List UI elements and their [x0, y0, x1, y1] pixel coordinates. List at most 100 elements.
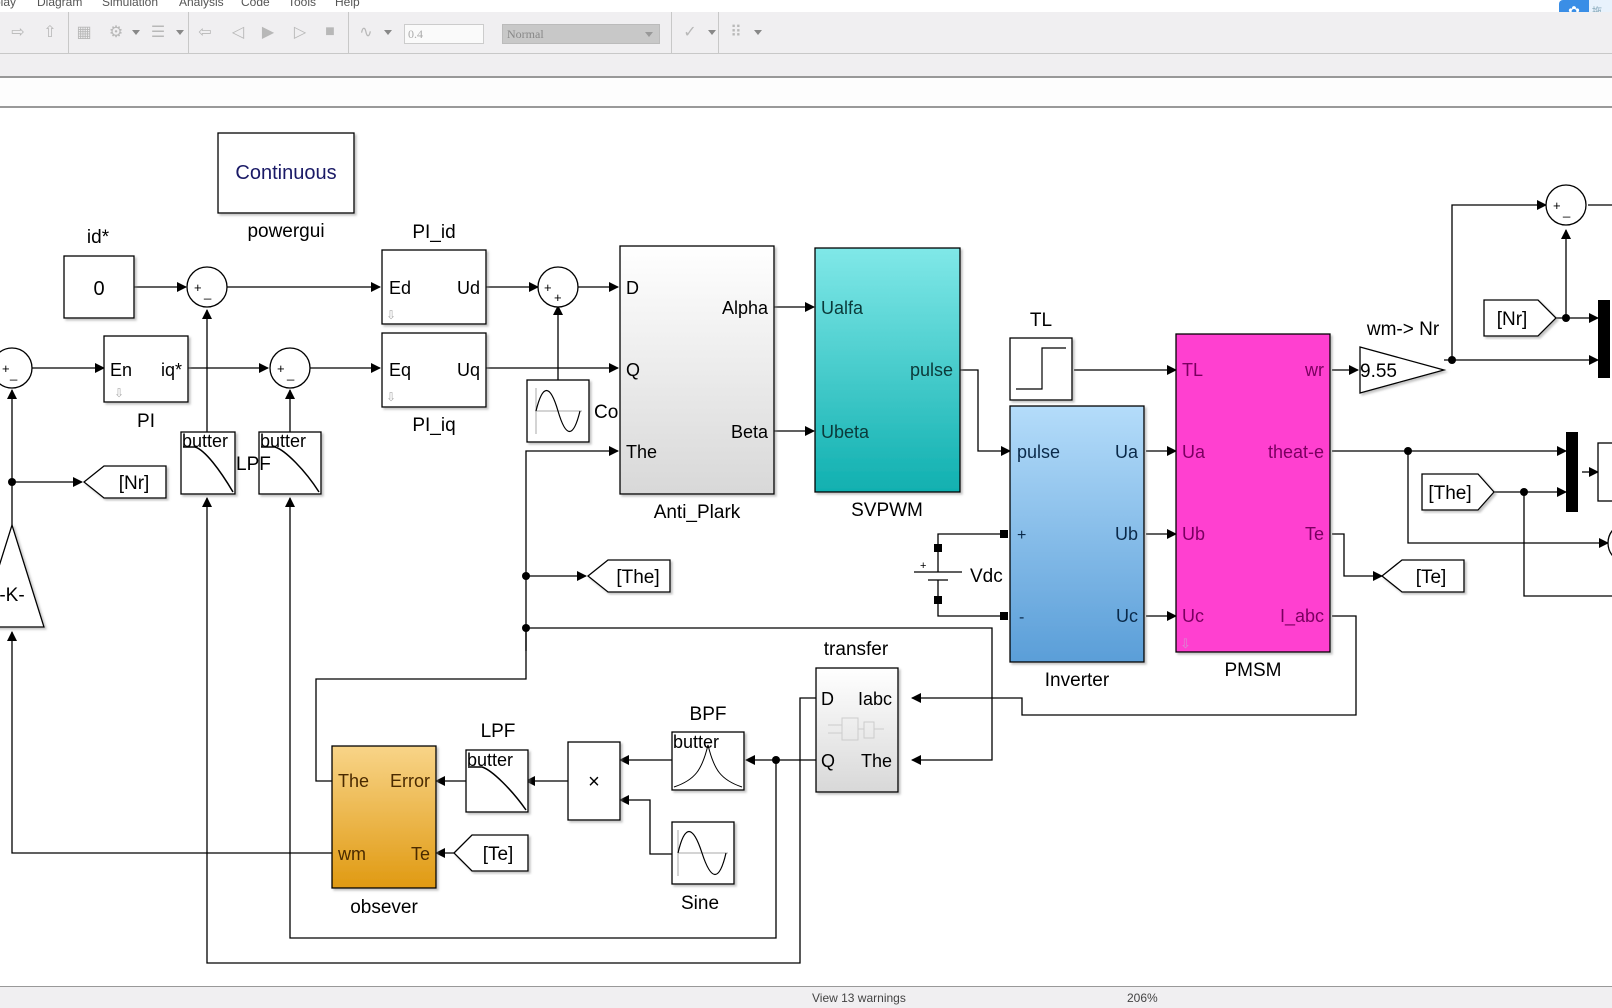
bpf-filter[interactable]: BPF butter	[671, 704, 745, 791]
library-browser-icon[interactable]: ▦	[76, 24, 92, 41]
multiply-icon: ×	[588, 771, 600, 793]
step-forward-icon[interactable]: ▷	[293, 24, 307, 41]
svg-text:pulse: pulse	[1017, 442, 1060, 462]
scope-dropdown-icon[interactable]	[384, 30, 392, 35]
id-ref-constant[interactable]: id* 0	[63, 227, 135, 319]
gain-wm-nr-value: 9.55	[1360, 361, 1397, 382]
svg-text:_: _	[203, 285, 212, 300]
simulation-mode-select[interactable]: Normal	[502, 24, 660, 44]
toolbar-separator	[188, 12, 189, 54]
observer-block[interactable]: The wm Error Te obsever	[331, 745, 437, 918]
sine-source[interactable]: Sine	[671, 821, 735, 914]
sum-block-iq[interactable]: + _	[269, 347, 311, 389]
mux-speed[interactable]	[1598, 300, 1610, 378]
settings-dropdown-icon[interactable]	[132, 30, 140, 35]
menu-analysis[interactable]: Analysis	[179, 0, 224, 9]
menu-help[interactable]: Help	[335, 0, 360, 9]
stop-time-input[interactable]: 0.4	[404, 24, 484, 44]
lpf-filter-2[interactable]: butter	[258, 431, 322, 495]
explorer-dropdown-icon[interactable]	[176, 30, 184, 35]
svg-text:[The]: [The]	[1428, 483, 1471, 504]
line-the-transfer	[526, 627, 993, 765]
sum-block-speed[interactable]: + _	[0, 347, 33, 389]
powergui-block[interactable]: Continuous powergui	[217, 132, 355, 242]
from-te[interactable]: [Te]	[453, 834, 529, 872]
vdc-source[interactable]: + Vdc	[914, 544, 1003, 604]
model-settings-icon[interactable]: ⚙	[108, 24, 124, 41]
pi-speed-in: En	[110, 360, 132, 380]
svg-text:Alpha: Alpha	[722, 298, 769, 318]
goto-the[interactable]: [The]	[586, 559, 671, 593]
sine-label: Sine	[681, 893, 719, 914]
step-back-icon[interactable]: ◁	[231, 24, 245, 41]
gain-k[interactable]: -K-	[0, 522, 45, 628]
svg-text:Te: Te	[1305, 524, 1324, 544]
goto-nr[interactable]: [Nr]	[82, 465, 167, 499]
scope-theta[interactable]	[1597, 442, 1612, 502]
lpf-filter-1[interactable]: butter	[180, 431, 236, 495]
svg-text:Q: Q	[626, 360, 640, 380]
sum-block-injection[interactable]: + +	[537, 266, 579, 308]
build-dropdown-icon[interactable]	[754, 30, 762, 35]
sum-block-theta-error[interactable]	[1607, 523, 1612, 563]
check-dropdown-icon[interactable]	[708, 30, 716, 35]
pi-id-block[interactable]: PI_id Ed Ud ⇩	[381, 222, 487, 325]
build-icon[interactable]: ⠿	[730, 24, 742, 41]
step-back-icon[interactable]: ⇦	[198, 24, 212, 41]
sine-wave-icon	[535, 389, 581, 433]
gain-wm-nr[interactable]: wm-> Nr 9.55	[1359, 319, 1447, 394]
lowpass-curve-icon	[468, 766, 527, 811]
pi-speed-block[interactable]: En iq* ⇩ PI	[103, 335, 189, 432]
up-arrow-icon[interactable]: ⇧	[43, 24, 57, 41]
signal-lines	[6, 200, 1612, 964]
product-block[interactable]: ×	[567, 741, 621, 821]
menu-tools[interactable]: Tools	[288, 0, 317, 9]
diagram-canvas[interactable]: Continuous powergui id* 0 + _ + _ + _ + …	[0, 110, 1612, 986]
run-icon[interactable]: ▶	[261, 24, 275, 41]
junction-dot	[1562, 314, 1570, 322]
anti-park-block[interactable]: D Q The Alpha Beta Anti_Plark	[619, 245, 775, 523]
svg-text:Uc: Uc	[1116, 606, 1138, 626]
junction-dot	[1404, 447, 1412, 455]
svg-text:-: -	[1019, 609, 1024, 626]
sum-block-id[interactable]: + _	[186, 266, 228, 308]
scope-icon[interactable]: ∿	[359, 24, 373, 41]
check-icon[interactable]: ✓	[683, 24, 697, 41]
junctions	[8, 314, 1570, 764]
model-explorer-icon[interactable]: ☰	[150, 24, 166, 41]
stop-icon[interactable]: ■	[325, 23, 335, 40]
from-the[interactable]: [The]	[1421, 473, 1495, 511]
tl-step-block[interactable]: TL	[1009, 310, 1073, 401]
transfer-block[interactable]: transfer D Q Iabc The	[815, 639, 899, 793]
warnings-link[interactable]: View 13 warnings	[812, 991, 906, 1005]
svg-text:wr: wr	[1304, 360, 1324, 380]
line-the-observer	[315, 628, 527, 782]
svg-text:Ua: Ua	[1182, 442, 1206, 462]
menu-simulation[interactable]: Simulation	[102, 0, 159, 9]
pmsm-block[interactable]: TL Ua Ub Uc wr theat-e Te I_abc ⇩ PMSM	[1175, 333, 1331, 681]
svpwm-block[interactable]: Ualfa Ubeta pulse SVPWM	[814, 247, 961, 521]
menu-code[interactable]: Code	[241, 0, 270, 9]
lpf-filter-observer[interactable]: LPF butter	[465, 721, 529, 813]
junction-dot	[522, 572, 530, 580]
goto-te[interactable]: [Te]	[1380, 559, 1465, 593]
mux-theta[interactable]	[1566, 432, 1578, 512]
observer-label: obsever	[350, 897, 418, 918]
breadcrumb-bar	[0, 80, 1612, 108]
menu-diagram[interactable]: Diagram	[37, 0, 83, 9]
pi-iq-label: PI_iq	[412, 415, 455, 436]
down-arrow-icon: ⇩	[114, 386, 124, 400]
sum-block-speed-error[interactable]: + _	[1545, 184, 1587, 226]
model-browser-strip	[0, 54, 1612, 78]
line-te-goto	[1332, 533, 1383, 581]
svg-text:_: _	[1562, 203, 1571, 218]
from-nr[interactable]: [Nr]	[1483, 299, 1557, 337]
inverter-block[interactable]: pulse + - Ua Ub Uc Inverter	[1000, 405, 1145, 691]
svg-text:TL: TL	[1182, 360, 1203, 380]
menu-display[interactable]: play	[0, 0, 17, 9]
pi-iq-block[interactable]: Eq Uq ⇩ PI_iq	[381, 332, 487, 436]
powergui-label: powergui	[247, 221, 324, 242]
line-vdc-minus	[937, 600, 1004, 617]
cosine-source-block[interactable]: Co	[526, 379, 618, 443]
forward-arrow-icon[interactable]: ⇨	[11, 24, 25, 41]
